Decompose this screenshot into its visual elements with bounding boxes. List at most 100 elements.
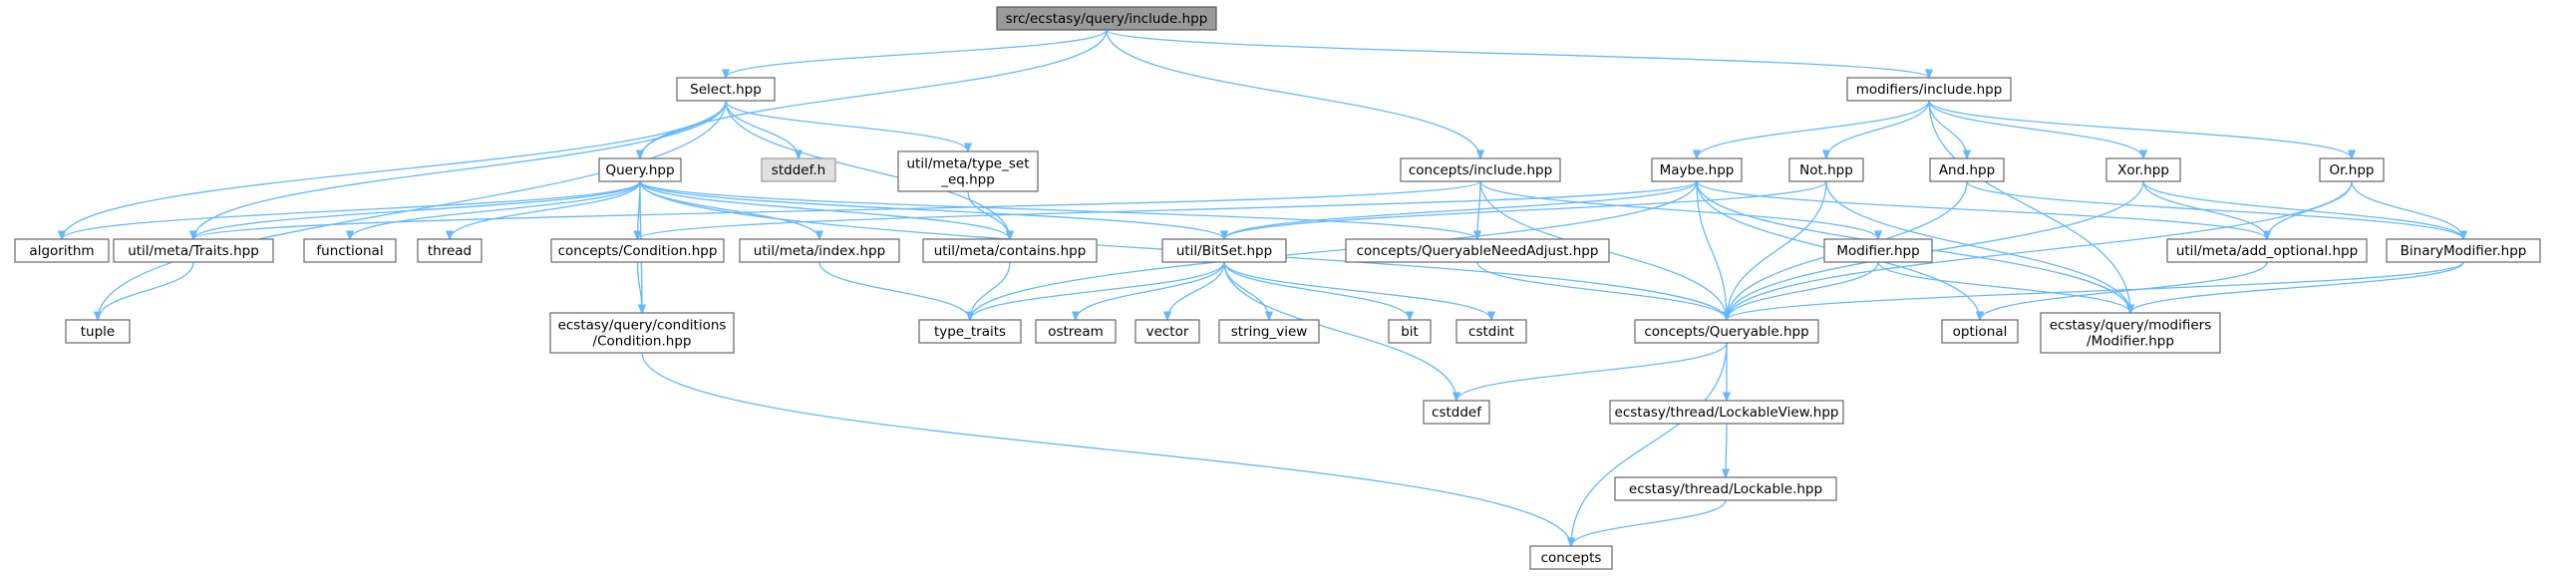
node-box[interactable] [1218, 319, 1320, 344]
node-box[interactable] [1423, 400, 1490, 425]
node-ecstasy-thread-lockable-hpp[interactable]: ecstasy/thread/Lockable.hpp [1614, 476, 1837, 501]
node-box[interactable] [598, 157, 682, 182]
node-label: type_traits [934, 324, 1006, 340]
node-type-traits[interactable]: type_traits [918, 319, 1022, 344]
node-box[interactable] [2105, 157, 2181, 182]
node-box[interactable] [113, 238, 274, 263]
edge-queryable-to-concepts [1571, 342, 1728, 546]
node-query-hpp[interactable]: Query.hpp [598, 157, 682, 182]
node-stddef-h[interactable]: stddef.h [761, 157, 836, 182]
node-ecstasy-thread-lockableview-hpp[interactable]: ecstasy/thread/LockableView.hpp [1609, 400, 1844, 425]
node-xor-hpp[interactable]: Xor.hpp [2105, 157, 2181, 182]
node-box[interactable] [761, 157, 836, 182]
edge-query-to-functional [350, 180, 641, 239]
node-util-bitset-hpp[interactable]: util/BitSet.hpp [1161, 238, 1287, 263]
node-box[interactable] [1609, 400, 1844, 425]
node-ostream[interactable]: ostream [1035, 319, 1117, 344]
edge-modinc-to-maybe [1697, 100, 1930, 158]
node-label: concepts/Queryable.hpp [1644, 324, 1808, 340]
node-or-hpp[interactable]: Or.hpp [2319, 157, 2385, 182]
node-optional[interactable]: optional [1941, 319, 2019, 344]
node-box[interactable] [550, 238, 725, 263]
edge-qneedadjust-to-queryable [1476, 261, 1727, 320]
node-not-hpp[interactable]: Not.hpp [1788, 157, 1864, 182]
node-util-meta-type-set-eq-hpp[interactable]: util/meta/type_set_eq.hpp [897, 150, 1039, 192]
node-concepts-queryableneedadjust-hpp[interactable]: concepts/QueryableNeedAdjust.hpp [1345, 238, 1610, 263]
node-box[interactable] [2319, 157, 2385, 182]
node-box[interactable] [996, 6, 1217, 31]
node-util-meta-add-optional-hpp[interactable]: util/meta/add_optional.hpp [2166, 238, 2368, 263]
node-box[interactable] [1161, 238, 1287, 263]
node-util-meta-traits-hpp[interactable]: util/meta/Traits.hpp [113, 238, 274, 263]
node-label: algorithm [29, 243, 94, 259]
edge-bitset-to-cstddef [1223, 261, 1456, 401]
node-box[interactable] [2386, 238, 2541, 263]
node-box[interactable] [676, 77, 776, 102]
node-box[interactable] [1846, 77, 2012, 102]
node-box[interactable] [1929, 157, 2005, 182]
node-label: src/ecstasy/query/include.hpp [1006, 11, 1208, 27]
node-label: concepts [1541, 550, 1602, 566]
node-label: util/meta/contains.hpp [934, 243, 1087, 259]
node-and-hpp[interactable]: And.hpp [1929, 157, 2005, 182]
node-box[interactable] [549, 312, 735, 354]
node-box[interactable] [1388, 319, 1432, 344]
node-box[interactable] [1788, 157, 1864, 182]
node-concepts-condition-hpp[interactable]: concepts/Condition.hpp [550, 238, 725, 263]
node-box[interactable] [739, 238, 900, 263]
node-box[interactable] [1455, 319, 1527, 344]
node-box[interactable] [1634, 319, 1819, 344]
node-concepts-include-hpp[interactable]: concepts/include.hpp [1400, 157, 1561, 182]
node-modifiers-include-hpp[interactable]: modifiers/include.hpp [1846, 77, 2012, 102]
node-vector[interactable]: vector [1134, 319, 1200, 344]
node-binarymodifier-hpp[interactable]: BinaryModifier.hpp [2386, 238, 2541, 263]
node-box[interactable] [922, 238, 1098, 263]
node-select-hpp[interactable]: Select.hpp [676, 77, 776, 102]
node-bit[interactable]: bit [1388, 319, 1432, 344]
node-box[interactable] [14, 238, 110, 263]
edge-query-to-algorithm [62, 180, 641, 240]
node-box[interactable] [1941, 319, 2019, 344]
node-label: ecstasy/query/conditions [558, 318, 727, 334]
node-cstddef[interactable]: cstddef [1423, 400, 1490, 425]
node-concepts[interactable]: concepts [1529, 545, 1613, 570]
node-box[interactable] [1345, 238, 1610, 263]
node-src-ecstasy-query-include-hpp[interactable]: src/ecstasy/query/include.hpp [996, 6, 1217, 31]
node-box[interactable] [2040, 312, 2221, 354]
node-box[interactable] [1134, 319, 1200, 344]
node-maybe-hpp[interactable]: Maybe.hpp [1651, 157, 1743, 182]
node-box[interactable] [1529, 545, 1613, 570]
node-concepts-queryable-hpp[interactable]: concepts/Queryable.hpp [1634, 319, 1819, 344]
node-box[interactable] [1614, 476, 1837, 501]
node-box[interactable] [1035, 319, 1117, 344]
edge-condcond-to-concepts [641, 352, 1571, 546]
node-string-view[interactable]: string_view [1218, 319, 1320, 344]
edge-xor-to-binmod [2142, 180, 2463, 239]
edge-select-to-stddefh [725, 100, 799, 158]
node-label: thread [428, 243, 472, 259]
node-util-meta-contains-hpp[interactable]: util/meta/contains.hpp [922, 238, 1098, 263]
node-cstdint[interactable]: cstdint [1455, 319, 1527, 344]
node-box[interactable] [65, 319, 131, 344]
node-modifier-hpp[interactable]: Modifier.hpp [1823, 238, 1933, 263]
node-box[interactable] [918, 319, 1022, 344]
node-util-meta-index-hpp[interactable]: util/meta/index.hpp [739, 238, 900, 263]
node-tuple[interactable]: tuple [65, 319, 131, 344]
node-box[interactable] [1400, 157, 1561, 182]
node-thread[interactable]: thread [417, 238, 483, 263]
node-label: Select.hpp [690, 82, 762, 98]
node-label: concepts/include.hpp [1409, 162, 1552, 178]
node-box[interactable] [897, 150, 1039, 192]
node-box[interactable] [303, 238, 397, 263]
edge-bitset-to-vector [1167, 261, 1225, 320]
node-ecstasy-query-conditions-condition-hpp[interactable]: ecstasy/query/conditions/Condition.hpp [549, 312, 735, 354]
node-box[interactable] [1651, 157, 1743, 182]
node-box[interactable] [1823, 238, 1933, 263]
node-algorithm[interactable]: algorithm [14, 238, 110, 263]
node-label: stddef.h [772, 162, 825, 178]
node-ecstasy-query-modifiers-modifier-hpp[interactable]: ecstasy/query/modifiers/Modifier.hpp [2040, 312, 2221, 354]
node-functional[interactable]: functional [303, 238, 397, 263]
node-box[interactable] [417, 238, 483, 263]
node-box[interactable] [2166, 238, 2368, 263]
node-label: util/meta/Traits.hpp [128, 243, 259, 259]
